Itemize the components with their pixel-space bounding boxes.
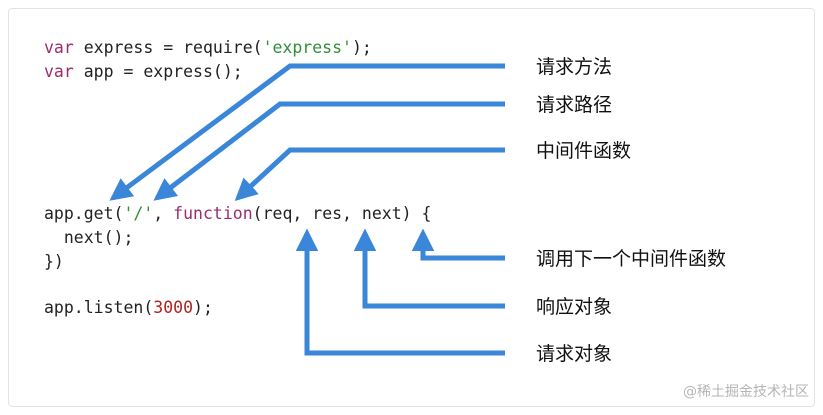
- code-text: app = express();: [73, 62, 243, 81]
- arrow-response: [353, 228, 505, 309]
- string-literal: '/': [123, 204, 154, 223]
- code-line-3: app.get('/', function(req, res, next) {: [44, 204, 431, 224]
- arrow-next: [411, 228, 505, 261]
- code-line-4: next();: [44, 228, 134, 247]
- arrow-middleware: [234, 147, 505, 202]
- code-text: );: [351, 38, 372, 57]
- code-line-1: var express = require('express');: [44, 38, 372, 58]
- string-literal: 'express': [262, 38, 352, 57]
- watermark: @稀土掘金技术社区: [683, 384, 809, 400]
- label-request-object: 请求对象: [536, 343, 613, 365]
- arrow-method: [109, 63, 505, 201]
- label-request-path: 请求路径: [536, 94, 613, 116]
- arrow-request: [295, 228, 505, 356]
- code-line-2: var app = express();: [44, 62, 243, 82]
- code-line-5: }): [44, 252, 64, 271]
- label-call-next: 调用下一个中间件函数: [536, 248, 727, 270]
- code-text: ,: [153, 204, 174, 223]
- code-line-6: app.listen(3000);: [44, 298, 213, 318]
- code-text: app.listen(: [44, 298, 154, 317]
- number-literal: 3000: [153, 298, 194, 317]
- code-text: );: [193, 298, 213, 317]
- code-text: app.get(: [44, 204, 124, 223]
- arrow-path: [153, 101, 505, 201]
- keyword-function: function: [173, 204, 253, 223]
- label-request-method: 请求方法: [536, 56, 613, 78]
- label-middleware-function: 中间件函数: [536, 140, 632, 162]
- keyword-var: var: [44, 62, 74, 81]
- code-text: express = require(: [73, 38, 263, 57]
- keyword-var: var: [44, 38, 74, 57]
- diagram-canvas: [8, 8, 815, 407]
- code-text: (req, res, next) {: [252, 204, 432, 223]
- label-response-object: 响应对象: [536, 296, 613, 318]
